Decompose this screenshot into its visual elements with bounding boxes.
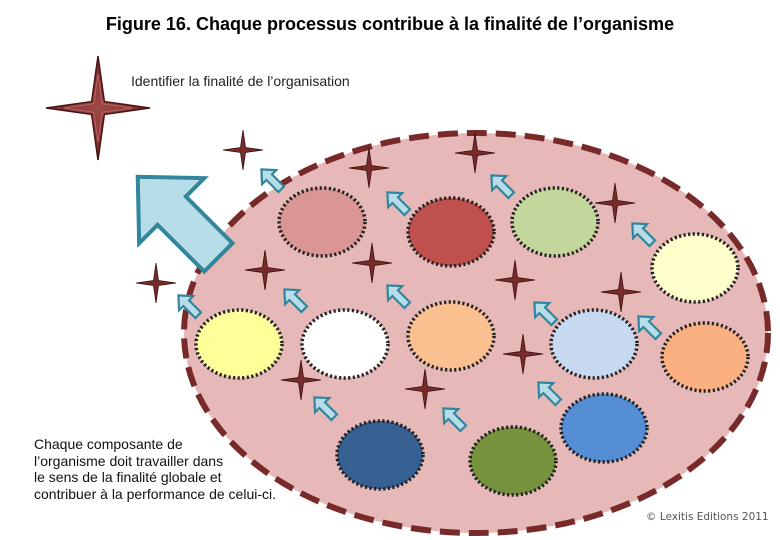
- contribution-arrow-shape: [533, 301, 559, 327]
- contribution-arrow-shape: [490, 174, 516, 200]
- big-arrow-icon: [135, 174, 236, 275]
- goal-star-icon: [45, 55, 151, 161]
- caption-line: l’organisme doit travailler dans: [34, 452, 224, 469]
- contribution-arrow: [260, 168, 286, 194]
- contribution-arrow-shape: [260, 168, 286, 194]
- small-star-icon: [244, 249, 286, 291]
- contribution-arrow: [386, 191, 412, 217]
- small-star-icon: [222, 129, 264, 171]
- small-star-icon: [594, 182, 636, 224]
- small-star-icon: [454, 132, 496, 174]
- small-star-icon: [502, 333, 544, 375]
- contribution-arrow-shape: [386, 191, 412, 217]
- goal-label: Identifier la finalité de l’organisation: [131, 73, 350, 89]
- contribution-arrow: [177, 294, 203, 320]
- contribution-arrow: [637, 315, 663, 341]
- goal-star-highlight: [63, 73, 133, 143]
- process-light-blue-ellipse: [549, 308, 639, 380]
- contribution-arrow-shape: [631, 222, 657, 248]
- process-red-ellipse: [406, 196, 496, 268]
- small-star-icon: [135, 262, 177, 304]
- contribution-arrow-shape: [537, 381, 563, 407]
- process-blue-ellipse: [559, 392, 649, 464]
- process-peach-ellipse: [406, 300, 496, 372]
- contribution-arrow: [283, 288, 309, 314]
- figure-title: Figure 16. Chaque processus contribue à …: [105, 14, 675, 34]
- caption-line: le sens de la finalité globale et: [34, 469, 222, 485]
- contribution-arrow: [313, 396, 339, 422]
- contribution-arrow: [533, 301, 559, 327]
- process-olive-ellipse: [468, 425, 558, 497]
- copyright-notice: © Lexitis Editions 2011: [646, 511, 769, 523]
- contribution-arrow-shape: [313, 396, 339, 422]
- contribution-arrow: [490, 174, 516, 200]
- contribution-arrow: [442, 407, 468, 433]
- caption-text: Chaque composante de l’organisme doit tr…: [34, 436, 334, 502]
- contribution-arrow-shape: [386, 284, 412, 310]
- small-star-icon: [280, 359, 322, 401]
- process-yellow-ellipse: [194, 308, 284, 380]
- contribution-arrow: [386, 284, 412, 310]
- contribution-arrow: [631, 222, 657, 248]
- caption-line: Chaque composante de: [34, 436, 183, 452]
- small-star-icon: [348, 147, 390, 189]
- small-star-icon: [351, 242, 393, 284]
- process-light-green-ellipse: [510, 186, 600, 258]
- contribution-arrow-shape: [283, 288, 309, 314]
- small-star-icon: [494, 259, 536, 301]
- contribution-arrow-shape: [637, 315, 663, 341]
- big-arrow-shape: [135, 174, 236, 275]
- small-star-icon: [404, 368, 446, 410]
- caption-line: contribuer à la performance de celui-ci.: [34, 485, 277, 502]
- small-star-icon: [600, 271, 642, 313]
- process-navy-ellipse: [335, 419, 425, 491]
- process-rose-ellipse: [277, 186, 367, 258]
- process-orange-ellipse: [660, 321, 750, 393]
- contribution-arrow: [537, 381, 563, 407]
- process-white-ellipse: [300, 308, 390, 380]
- contribution-arrow-shape: [442, 407, 468, 433]
- process-cream-ellipse: [650, 232, 740, 304]
- contribution-arrow-shape: [177, 294, 203, 320]
